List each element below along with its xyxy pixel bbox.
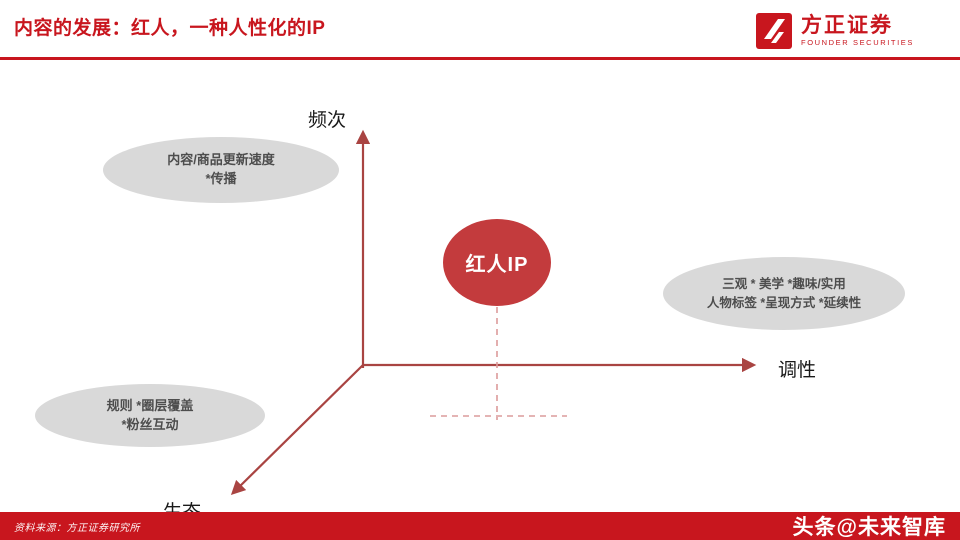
ip-bubble: 红人IP: [443, 219, 551, 306]
founder-securities-logo: 方正证券 FOUNDER SECURITIES: [755, 12, 914, 50]
logo-name: 方正证券: [801, 14, 894, 38]
source-note: 资料来源：方正证券研究所: [14, 522, 140, 534]
ip-bubble-label: 红人IP: [465, 254, 529, 276]
note-ellipse-content-update: 内容/商品更新速度 *传播: [103, 137, 339, 203]
axis-label-frequency: 频次: [308, 110, 347, 131]
note-line: 三观 * 美学 *趣味/实用: [722, 277, 846, 292]
header-divider: [0, 57, 960, 60]
note-ellipse-rules-fans: 规则 *圈层覆盖 *粉丝互动: [35, 384, 265, 447]
note-line: *传播: [205, 171, 237, 186]
logo-subtitle: FOUNDER SECURITIES: [801, 38, 914, 48]
footer-bar: 资料来源：方正证券研究所 头条@未来智库: [0, 512, 960, 540]
note-line: 人物标签 *呈现方式 *延续性: [706, 295, 862, 310]
note-line: *粉丝互动: [121, 416, 179, 432]
note-line: 内容/商品更新速度: [167, 152, 275, 168]
page-title: 内容的发展：红人，一种人性化的IP: [14, 18, 326, 39]
note-ellipse-persona-tags: 三观 * 美学 *趣味/实用 人物标签 *呈现方式 *延续性: [663, 257, 905, 330]
note-line: 规则 *圈层覆盖: [106, 397, 194, 413]
logo-text: 方正证券 FOUNDER SECURITIES: [801, 14, 914, 48]
axis-label-tonality: 调性: [778, 360, 817, 381]
founder-logo-icon: [755, 12, 793, 50]
watermark: 头条@未来智库: [792, 516, 946, 539]
